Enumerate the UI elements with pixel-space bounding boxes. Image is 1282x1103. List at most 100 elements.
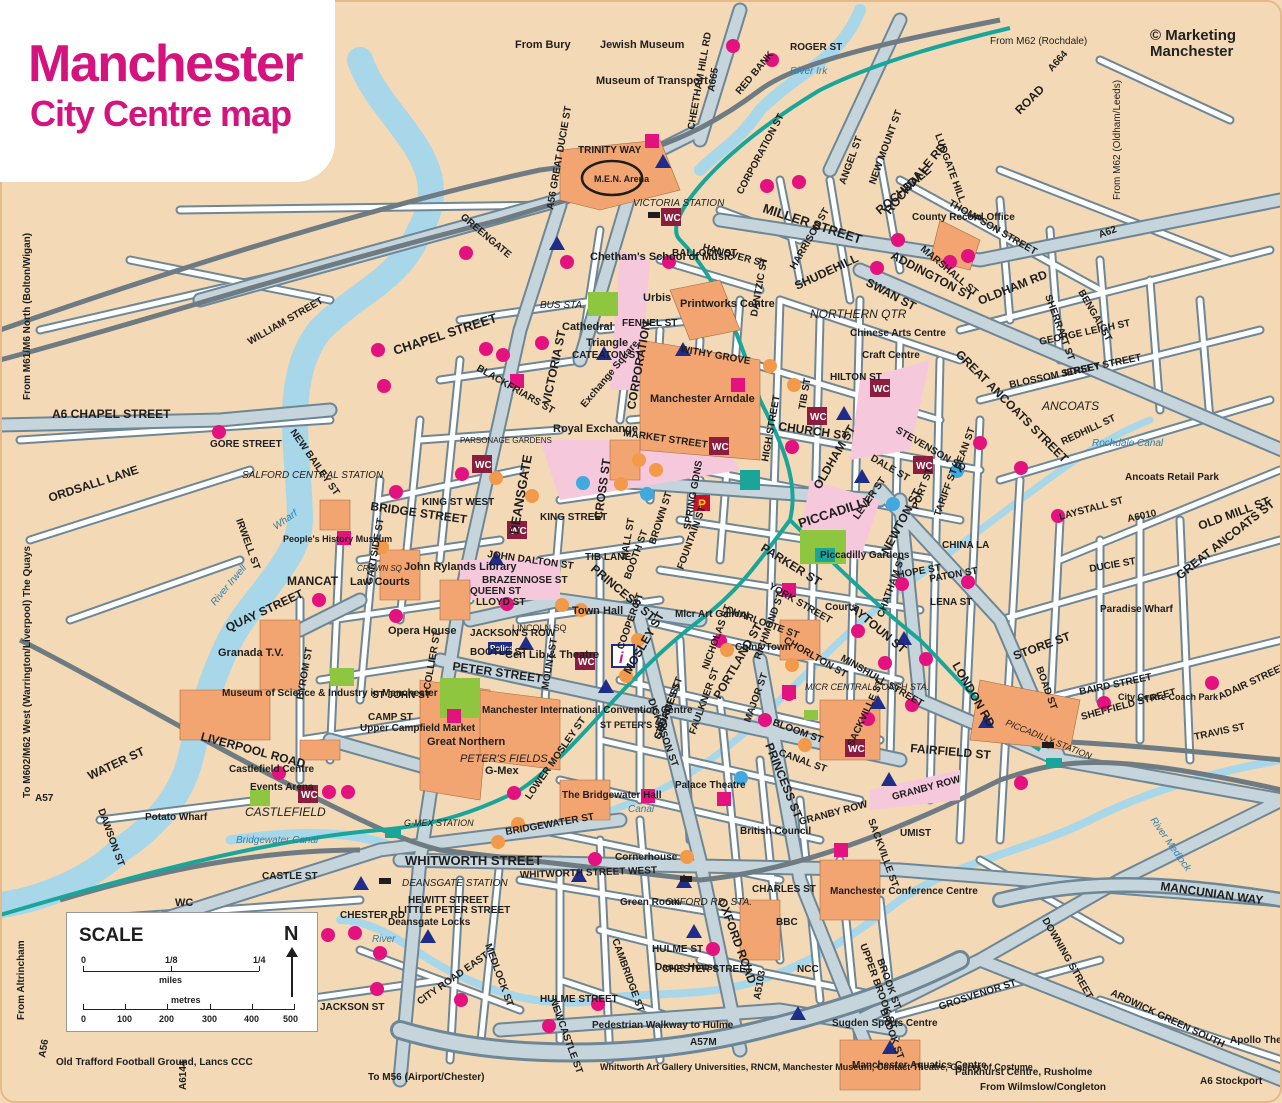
info-parking-police[interactable]: i P Police [488, 495, 710, 668]
place-label: Events Arena [250, 782, 314, 793]
street-label: GORE STREET [210, 439, 282, 450]
poi-magenta-squares[interactable] [337, 134, 848, 857]
scale-tick [83, 966, 84, 971]
river-irwell [0, 47, 445, 918]
place-label: Printworks Centre [680, 298, 775, 310]
place-label: CASTLEFIELD [245, 805, 326, 819]
place-label: Dance House [655, 962, 719, 973]
metres-tick-label: 100 [117, 1014, 133, 1024]
place-label: Palace Theatre [675, 780, 746, 791]
place-label: Granada T.V. [218, 647, 284, 659]
street-label: JACKSON'S ROW [470, 628, 556, 639]
place-label: From M61/M6 North (Bolton/Wigan) [22, 233, 33, 400]
place-label: Potato Wharf [145, 812, 208, 823]
place-label: From Bury [515, 39, 572, 51]
place-label: BBC [776, 917, 798, 928]
scale-tick [210, 1004, 211, 1009]
place-label: A6 Stockport [1200, 1076, 1263, 1087]
place-label: G-MEX STATION [404, 818, 474, 828]
place-label: To M602/M62 West (Warrington/Liverpool) … [22, 545, 33, 798]
place-label: Old Trafford Football Ground, Lancs CCC [56, 1057, 253, 1068]
metres-label: metres [171, 995, 201, 1005]
street-label: CHESTER RD [340, 910, 405, 921]
place-label: UMIST [900, 828, 931, 839]
place-label: From Wilmslow/Congleton [980, 1082, 1106, 1093]
map-subtitle: City Centre map [30, 93, 292, 134]
scale-tick [167, 1004, 168, 1009]
metres-tick-label: 0 [81, 1014, 87, 1024]
place-label: City Centre Coach Park [1118, 692, 1219, 702]
scale-title: SCALE [79, 925, 144, 946]
map-title: Manchester [28, 35, 304, 93]
place-label: ST PETER'S SQ [600, 720, 668, 730]
street-label: CATEATON ST [572, 350, 641, 361]
street-label: LENA ST [930, 597, 972, 608]
place-label: Manchester Conference Centre [830, 886, 978, 897]
street-label: A57 [35, 793, 54, 804]
place-label: Canal [628, 804, 655, 815]
place-label: To M56 (Airport/Chester) [368, 1072, 485, 1083]
street-label: HULME ST [652, 944, 703, 955]
street-label: A665 [706, 67, 721, 93]
place-label: Green Room [620, 897, 680, 908]
place-label: Courts [825, 602, 858, 613]
poi-blue-triangles[interactable] [353, 154, 994, 1054]
scale-panel: SCALE N 0 1/8 1/4 miles metres 0 100 200… [66, 912, 318, 1032]
svg-text:i: i [619, 650, 624, 667]
place-label: John Rylands Library [404, 561, 517, 573]
place-label: CROWN SQ [357, 564, 402, 573]
place-label: Cornerhouse [615, 852, 678, 863]
title-panel: Manchester City Centre map [0, 0, 335, 182]
street-label: CAMP ST [368, 712, 413, 723]
place-label: Apollo Theatre [1230, 1035, 1282, 1046]
place-label: Mlcr Art Gallery [675, 609, 750, 620]
scale-tick [83, 1004, 84, 1009]
place-label: Whitworth Art Gallery Universities, RNCM… [600, 1062, 1033, 1072]
place-label: Upper Campfield Market [360, 723, 476, 734]
police-label: Police [490, 644, 514, 653]
svg-text:WC: WC [664, 213, 681, 224]
street-label: A6 CHAPEL STREET [52, 407, 171, 421]
miles-tick-label: 1/8 [165, 955, 178, 965]
scale-tick [259, 966, 260, 971]
place-label: Deansgate Locks [388, 917, 471, 928]
poi-orange[interactable] [375, 359, 812, 864]
place-label: Triangle [586, 337, 628, 349]
parks [250, 292, 846, 806]
street-label: KING STREET [540, 512, 607, 523]
place-label: Castlefield Centre [229, 764, 314, 775]
place-label: G-Mex [485, 765, 520, 777]
place-label: DEANSGATE STATION [402, 878, 508, 889]
place-label: BUS STA. [540, 300, 585, 311]
poi-lightblue[interactable] [576, 464, 964, 785]
place-label: River [372, 934, 396, 945]
place-label: From Altrincham [16, 940, 27, 1020]
place-label: Opera House [388, 625, 456, 637]
place-label: River Irk [790, 66, 828, 77]
place-label: Ancoats Retail Park [1125, 472, 1219, 483]
poi-magenta[interactable] [212, 39, 1219, 1033]
place-label: Town Hall [572, 605, 623, 617]
metres-tick-label: 400 [244, 1014, 260, 1024]
place-label: Law Courts [350, 576, 410, 588]
place-label: M/CR CENTRAL COACH STA. [805, 682, 929, 692]
place-label: PARSONAGE GARDENS [460, 436, 552, 445]
svg-text:WC: WC [301, 790, 318, 801]
svg-text:WC: WC [475, 460, 492, 471]
copyright-line2: Manchester [1150, 43, 1234, 60]
street-label: HILTON ST [830, 372, 882, 383]
miles-scale-bar [83, 971, 259, 972]
street-label: KING ST WEST [422, 497, 494, 508]
police-marker [488, 642, 512, 654]
street-label: LITTLE PETER STREET [398, 905, 510, 916]
men-arena-marker [580, 159, 644, 197]
svg-text:WC: WC [712, 442, 729, 453]
place-label: Great Northern [427, 736, 506, 748]
scale-tick [252, 1004, 253, 1009]
miles-tick-label: 0 [81, 955, 87, 965]
place-label: LINCOLN SQ [512, 623, 567, 633]
street-label: A57M [690, 1037, 717, 1048]
river-irk [694, 4, 866, 176]
